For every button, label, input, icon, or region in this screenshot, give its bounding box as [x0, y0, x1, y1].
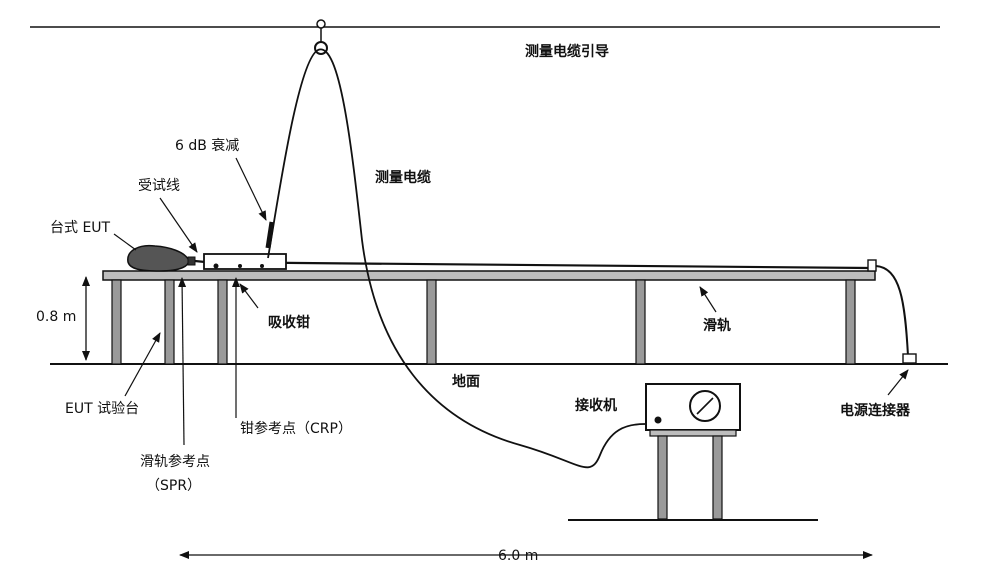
- label-measurement-cable: 测量电缆: [375, 169, 431, 186]
- receiver-stand-top: [649, 429, 737, 437]
- table-leg: [164, 279, 175, 365]
- label-length: 6.0 m: [498, 548, 538, 564]
- table-leg: [845, 279, 856, 365]
- leader-power-connector: [887, 369, 909, 396]
- leader-eut: [113, 233, 137, 251]
- leader-absorbing-clamp: [239, 283, 259, 309]
- table-leg: [111, 279, 122, 365]
- label-slide-reference-point-abbr: （SPR）: [146, 478, 201, 494]
- leader-slide-rail: [699, 286, 717, 313]
- receiver-stand-leg: [712, 435, 723, 520]
- power-cable: [875, 265, 909, 357]
- label-ground: 地面: [452, 373, 480, 390]
- receiver-port: [654, 416, 662, 424]
- label-eut-table: EUT 试验台: [65, 401, 139, 417]
- label-tabletop-eut: 台式 EUT: [50, 220, 111, 236]
- tabletop-eut: [127, 244, 190, 272]
- label-height: 0.8 m: [36, 309, 76, 325]
- test-cable: [194, 259, 871, 270]
- label-test-cable: 受试线: [138, 178, 180, 194]
- receiver-stand-leg: [657, 435, 668, 520]
- table-leg: [217, 279, 228, 365]
- leader-attenuation: [235, 157, 267, 221]
- clamp-knob: [213, 263, 219, 269]
- rail-end-connector: [867, 259, 877, 272]
- table-leg: [426, 279, 437, 365]
- label-absorbing-clamp: 吸收钳: [268, 314, 310, 331]
- label-attenuation: 6 dB 衰减: [175, 137, 239, 154]
- power-connector-box: [902, 353, 917, 364]
- table-leg: [635, 279, 646, 365]
- label-slide-reference-point: 滑轨参考点: [140, 453, 210, 470]
- clamp-knob: [260, 264, 264, 268]
- attenuator: [265, 221, 275, 249]
- eut-connector: [187, 256, 196, 266]
- table-top: [102, 270, 876, 281]
- label-measurement-cable-guide: 测量电缆引导: [525, 43, 609, 60]
- leader-spr: [178, 277, 187, 446]
- absorbing-clamp-box: [203, 253, 287, 270]
- label-slide-rail: 滑轨: [703, 317, 731, 334]
- leader-test-cable: [159, 197, 198, 253]
- measurement-cable: [267, 48, 646, 469]
- label-power-connector: 电源连接器: [840, 402, 911, 419]
- leader-eut-table: [124, 332, 161, 397]
- label-receiver: 接收机: [575, 397, 617, 414]
- clamp-knob: [238, 264, 242, 268]
- pulley: [316, 19, 326, 29]
- label-clamp-reference-point: 钳参考点（CRP）: [240, 420, 352, 437]
- meter-needle: [696, 397, 714, 415]
